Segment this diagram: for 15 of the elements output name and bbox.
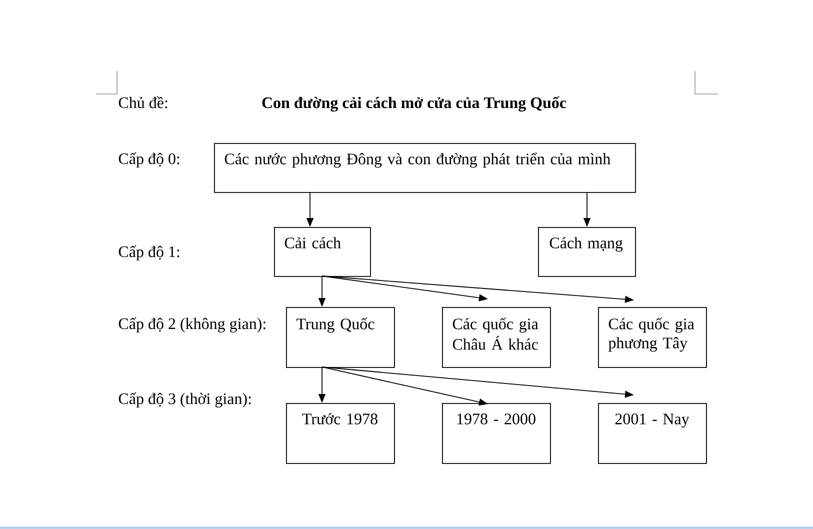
level-label: Cấp độ 3 (thời gian):	[118, 392, 251, 408]
concept-box: 1978 - 2000	[442, 403, 551, 464]
concept-box: Các nước phương Đông và con đường phát triển của mình	[214, 143, 636, 193]
level-label: Chủ đề:	[118, 96, 168, 108]
concept-box: 2001 - Nay	[598, 403, 707, 464]
concept-box: Trung Quốc	[286, 307, 395, 368]
concept-box: Trước 1978	[286, 403, 395, 464]
title: Con đường cải cách mở cửa của Trung Quốc	[262, 96, 566, 112]
level-label: Cấp độ 2 (không gian):	[118, 317, 266, 332]
concept-box: Các quốc gia phương Tây	[598, 307, 707, 368]
concept-box: Các quốc gia Châu Á khác	[442, 307, 551, 368]
concept-box: Cách mạng	[538, 227, 636, 277]
level-label: Cấp độ 0:	[118, 152, 180, 168]
concept-box: Cải cách	[274, 227, 371, 277]
level-label: Cấp độ 1:	[118, 245, 180, 260]
